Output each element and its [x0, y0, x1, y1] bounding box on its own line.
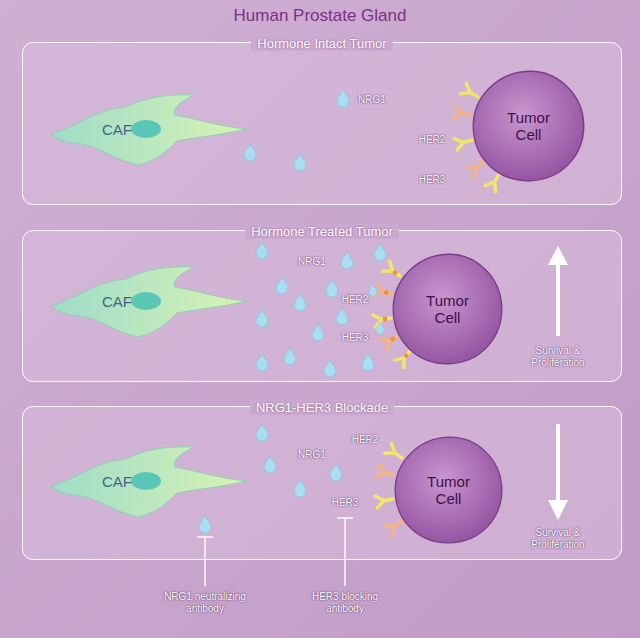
cell-label: Tumor Cell	[421, 473, 477, 507]
panel-title: Hormone Treated Tumor	[245, 224, 399, 239]
caf-cell: CAF	[46, 261, 251, 341]
panel-fill	[22, 42, 622, 205]
antibody-label: NRG1 neutralizing antibody	[146, 591, 264, 615]
antibody-markers	[197, 518, 353, 586]
cell-label: CAF	[102, 473, 132, 490]
panel-title: NRG1-HER3 Blockade	[250, 400, 394, 415]
molecule-label: HER2	[419, 134, 446, 146]
molecule-label: HER3	[332, 497, 359, 509]
effect-arrows	[548, 246, 568, 520]
panel-header: Hormone Treated Tumor	[23, 222, 621, 240]
molecule-label: NRG1	[298, 256, 326, 268]
effect-label: Survival & Proliferation	[513, 527, 603, 551]
diagram-title: Human Prostate Gland	[234, 6, 407, 25]
caf-outline	[46, 441, 251, 521]
cell-label: CAF	[102, 293, 132, 310]
effect-label: Survival & Proliferation	[513, 345, 603, 369]
molecule-label: HER2	[352, 434, 379, 446]
molecule-label: NRG1	[298, 449, 326, 461]
molecule-label: NRG1	[358, 94, 386, 106]
panel-title: Hormone Intact Tumor	[251, 36, 392, 51]
panel-fill	[22, 406, 622, 560]
molecule-label: HER2	[342, 294, 369, 306]
panel-header: Hormone Intact Tumor	[23, 34, 621, 52]
caf-cell: CAF	[46, 89, 251, 169]
caf-outline	[46, 89, 251, 169]
scenario-panel: NRG1-HER3 BlockadeCAFTumor Cell	[22, 406, 622, 560]
panel-header: NRG1-HER3 Blockade	[23, 398, 621, 416]
tumor-cell: Tumor Cell	[391, 252, 504, 366]
cell-label: Tumor Cell	[420, 292, 476, 326]
title-bar: Human Prostate Gland	[0, 6, 640, 26]
cell-label: Tumor Cell	[501, 109, 557, 143]
caf-outline	[46, 261, 251, 341]
tumor-cell: Tumor Cell	[393, 435, 504, 545]
tumor-cell: Tumor Cell	[471, 69, 586, 183]
nrg1-droplets	[199, 90, 386, 533]
caf-cell: CAF	[46, 441, 251, 521]
cell-label: CAF	[102, 121, 132, 138]
scenario-panel: Hormone Intact TumorCAFTumor Cell	[22, 42, 622, 205]
panel-fill	[22, 230, 622, 382]
antibody-label: HER3 blocking antibody	[297, 591, 393, 615]
molecule-label: HER3	[419, 174, 446, 186]
molecule-label: HER3	[342, 332, 369, 344]
